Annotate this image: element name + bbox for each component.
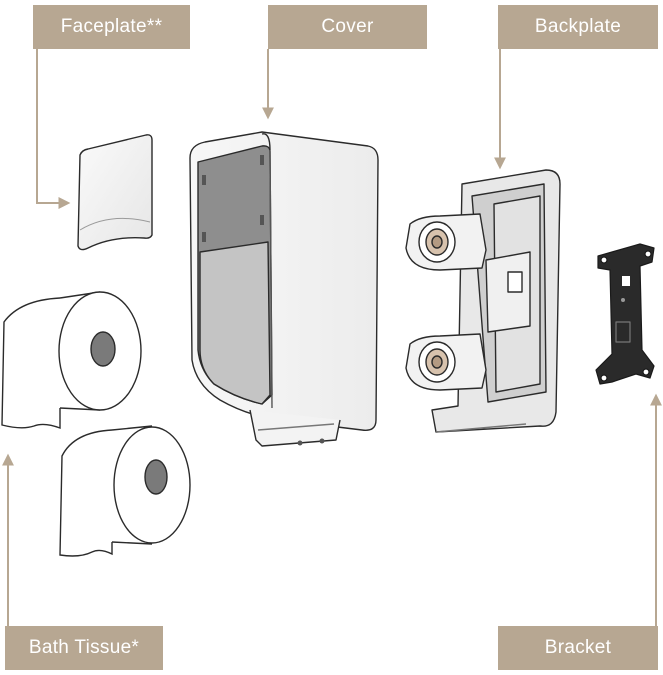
bracket-label: Bracket bbox=[498, 626, 658, 670]
bracket-part bbox=[595, 243, 655, 385]
leader-lines bbox=[1, 49, 662, 626]
faceplate-leader bbox=[36, 49, 71, 209]
faceplate-part bbox=[77, 134, 153, 251]
tissue-roll-icon bbox=[1, 291, 191, 557]
faceplate-label: Faceplate** bbox=[33, 5, 190, 49]
cover-label: Cover bbox=[268, 5, 427, 49]
cover-part bbox=[189, 131, 379, 447]
backplate-label: Backplate bbox=[498, 5, 658, 49]
backplate-part bbox=[405, 169, 561, 433]
bath-tissue-label: Bath Tissue* bbox=[5, 626, 163, 670]
